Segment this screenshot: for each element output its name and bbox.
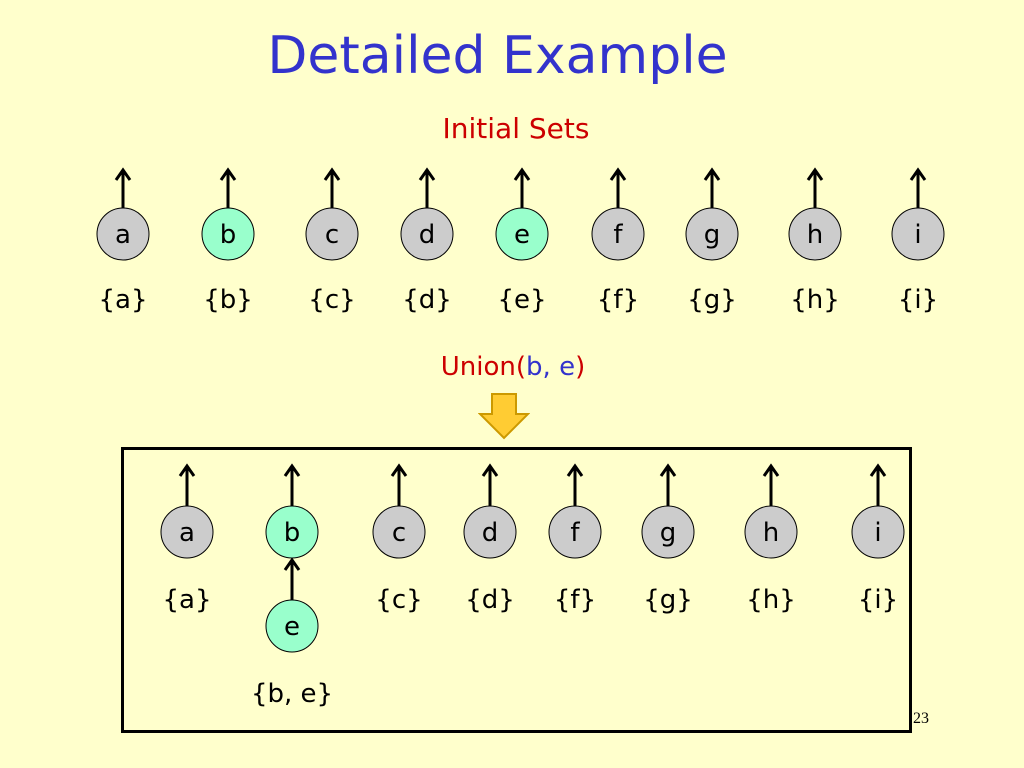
down-arrow-icon xyxy=(478,393,530,440)
initial-set-d: {d} xyxy=(402,285,452,315)
initial-set-h: {h} xyxy=(790,285,840,315)
initial-node-d-circle xyxy=(400,207,454,261)
page-number: 23 xyxy=(913,710,929,727)
result-set-g: {g} xyxy=(643,585,693,615)
initial-set-e: {e} xyxy=(497,285,546,315)
initial-node-d-label: d xyxy=(419,220,436,250)
initial-node-b-label: b xyxy=(220,220,237,250)
result-pointer-f xyxy=(566,463,584,506)
union-suffix: ) xyxy=(575,352,586,382)
result-node-f-label: f xyxy=(570,518,580,548)
result-node-d-circle xyxy=(463,505,517,559)
union-arg-e: e xyxy=(559,352,576,382)
union-arg-b: b xyxy=(526,352,543,382)
result-set-i: {i} xyxy=(858,585,898,615)
result-child-node-e-label: e xyxy=(284,612,300,642)
result-pointer-a xyxy=(178,463,196,506)
initial-node-c-label: c xyxy=(325,220,339,250)
slide-title: Detailed Example xyxy=(267,26,728,86)
initial-set-i: {i} xyxy=(898,285,938,315)
result-set-c: {c} xyxy=(375,585,422,615)
result-pointer-c xyxy=(390,463,408,506)
result-set-d: {d} xyxy=(465,585,515,615)
result-set-h: {h} xyxy=(746,585,796,615)
initial-node-f-label: f xyxy=(613,220,623,250)
initial-pointer-i xyxy=(909,167,927,208)
initial-set-f: {f} xyxy=(597,285,639,315)
initial-node-c-circle xyxy=(305,207,359,261)
result-node-d-label: d xyxy=(482,518,499,548)
result-child-node-e-circle xyxy=(265,599,319,653)
result-node-i-circle xyxy=(851,505,905,559)
result-pointer-h xyxy=(762,463,780,506)
initial-set-c: {c} xyxy=(308,285,355,315)
result-node-f-circle xyxy=(548,505,602,559)
initial-pointer-e xyxy=(513,167,531,208)
initial-pointer-h xyxy=(806,167,824,208)
result-set-a: {a} xyxy=(162,585,211,615)
result-node-a-label: a xyxy=(179,518,195,548)
initial-node-f-circle xyxy=(591,207,645,261)
initial-set-a: {a} xyxy=(98,285,147,315)
result-child-pointer-e xyxy=(283,557,301,600)
result-pointer-b xyxy=(283,463,301,506)
initial-node-g-label: g xyxy=(704,220,721,250)
initial-node-g-circle xyxy=(685,207,739,261)
initial-pointer-d xyxy=(418,167,436,208)
result-node-g-label: g xyxy=(660,518,677,548)
initial-node-a-circle xyxy=(96,207,150,261)
result-node-g-circle xyxy=(641,505,695,559)
initial-node-i-circle xyxy=(891,207,945,261)
result-pointer-i xyxy=(869,463,887,506)
initial-pointer-b xyxy=(219,167,237,208)
initial-sets-heading: Initial Sets xyxy=(442,112,590,145)
initial-set-b: {b} xyxy=(203,285,253,315)
result-set-f: {f} xyxy=(554,585,596,615)
result-node-b-label: b xyxy=(284,518,301,548)
result-node-i-label: i xyxy=(874,518,881,548)
result-box xyxy=(121,447,912,733)
result-set-b: {b, e} xyxy=(251,679,333,709)
initial-node-a-label: a xyxy=(115,220,131,250)
initial-pointer-c xyxy=(323,167,341,208)
initial-node-b-circle xyxy=(201,207,255,261)
initial-node-i-label: i xyxy=(914,220,921,250)
union-separator: , xyxy=(542,352,560,382)
result-node-a-circle xyxy=(160,505,214,559)
initial-pointer-g xyxy=(703,167,721,208)
result-node-c-circle xyxy=(372,505,426,559)
union-prefix: Union( xyxy=(440,352,527,382)
initial-node-e-circle xyxy=(495,207,549,261)
initial-node-h-circle xyxy=(788,207,842,261)
result-node-h-label: h xyxy=(763,518,779,548)
union-operation-label: Union(b, e) xyxy=(0,352,1024,382)
result-node-c-label: c xyxy=(392,518,406,548)
result-pointer-d xyxy=(481,463,499,506)
result-pointer-g xyxy=(659,463,677,506)
initial-node-h-label: h xyxy=(807,220,823,250)
initial-pointer-f xyxy=(609,167,627,208)
initial-node-e-label: e xyxy=(514,220,530,250)
initial-pointer-a xyxy=(114,167,132,208)
initial-set-g: {g} xyxy=(687,285,737,315)
result-node-h-circle xyxy=(744,505,798,559)
